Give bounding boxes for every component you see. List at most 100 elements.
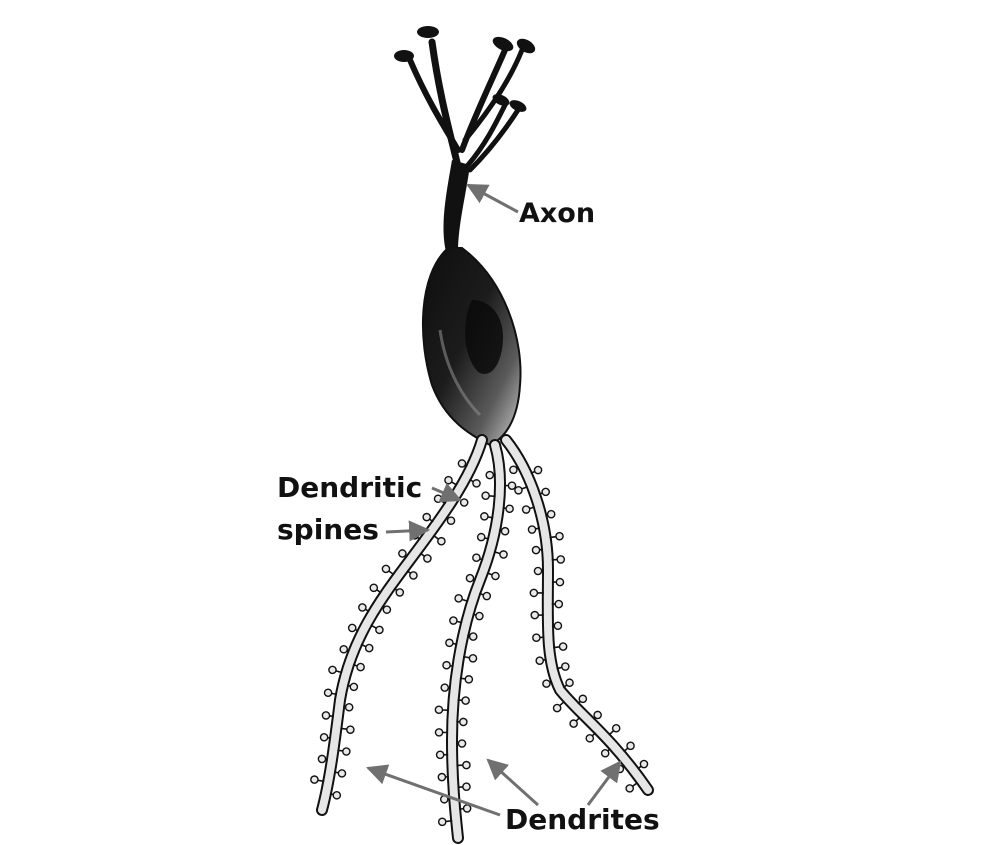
spine-head xyxy=(553,621,563,631)
spine-head xyxy=(319,732,329,742)
spine-head xyxy=(444,475,453,485)
spine-head xyxy=(323,688,333,698)
spine-head xyxy=(485,470,495,480)
spine-head xyxy=(532,633,541,642)
spine-head xyxy=(344,702,354,712)
spine-head xyxy=(449,616,458,625)
spine-head xyxy=(457,739,467,748)
axon-terminal-boutons xyxy=(394,26,536,112)
dendrites-label: Dendrites xyxy=(505,803,660,836)
spine-head xyxy=(611,723,621,733)
spine-head xyxy=(546,509,556,519)
dendritic-spines xyxy=(310,459,649,827)
spine-head xyxy=(593,710,602,720)
spine-head xyxy=(561,662,570,671)
spine-head xyxy=(423,554,432,563)
spine-head xyxy=(454,594,463,603)
spine-head xyxy=(356,662,365,672)
dendrites-arrow-left xyxy=(366,764,501,817)
spine-head xyxy=(569,719,578,728)
spine-head xyxy=(505,504,514,514)
spine-head xyxy=(625,784,634,793)
spine-head xyxy=(339,644,349,654)
spine-head xyxy=(434,728,444,737)
spine-head xyxy=(457,459,467,468)
spine-head xyxy=(558,642,568,651)
dendrites-arrow-middle xyxy=(486,758,540,807)
spine-head xyxy=(346,725,355,734)
dendrites-arrow-right xyxy=(586,760,622,806)
spine-head xyxy=(500,526,510,536)
spine-head xyxy=(481,491,490,500)
spine-head xyxy=(332,790,342,800)
spines-arrow-1 xyxy=(431,482,462,503)
spine-head xyxy=(409,571,418,580)
spine-head xyxy=(541,487,551,497)
spine-head xyxy=(445,638,454,648)
spine-head xyxy=(475,611,484,621)
spine-head xyxy=(464,675,474,684)
pointer-arrows xyxy=(366,183,622,817)
spine-head xyxy=(507,481,517,490)
spine-head xyxy=(382,605,392,614)
spine-head xyxy=(422,512,431,522)
spine-head xyxy=(578,694,588,704)
spine-head xyxy=(462,804,472,813)
axon-terminals xyxy=(407,38,525,179)
spine-head xyxy=(337,769,347,778)
spine-head xyxy=(342,747,351,756)
spine-head xyxy=(552,703,562,713)
spine-head xyxy=(369,583,379,593)
spine-head xyxy=(535,656,545,665)
spine-head xyxy=(491,571,500,581)
spine-head xyxy=(639,759,649,769)
spine-head xyxy=(347,623,357,633)
spine-head xyxy=(465,573,475,583)
spine-head xyxy=(480,512,489,521)
spine-head xyxy=(459,717,468,727)
spine-head xyxy=(585,733,595,743)
spine-head xyxy=(437,817,447,827)
spine-head xyxy=(529,588,539,598)
nucleus xyxy=(465,300,504,374)
dendritic-spines-label-line2: spines xyxy=(277,513,379,546)
spine-head xyxy=(349,682,359,692)
axon-arrow xyxy=(466,183,519,214)
spine-head xyxy=(462,782,471,791)
spine-head xyxy=(555,531,564,541)
spine-head xyxy=(533,566,543,576)
spine-head xyxy=(398,549,407,558)
spine-head xyxy=(600,748,610,758)
axon-label: Axon xyxy=(519,198,596,229)
spine-head xyxy=(321,711,331,720)
spine-head xyxy=(437,536,446,546)
spine-head xyxy=(626,741,635,751)
spine-head xyxy=(310,775,319,784)
spine-head xyxy=(317,754,327,764)
spine-head xyxy=(509,465,518,475)
spine-head xyxy=(442,660,451,670)
spine-head xyxy=(530,610,540,620)
spine-head xyxy=(555,577,565,587)
soma-highlight xyxy=(438,329,482,417)
spine-head xyxy=(556,555,566,564)
spine-head xyxy=(440,683,450,692)
spine-head xyxy=(527,525,537,534)
spine-head xyxy=(468,654,478,663)
spine-head xyxy=(375,625,384,635)
spine-head xyxy=(499,550,508,559)
spine-head xyxy=(395,588,405,597)
spine-head xyxy=(468,632,478,641)
spines-arrow-2 xyxy=(385,520,431,542)
spine-head xyxy=(531,545,541,555)
spine-head xyxy=(476,532,486,542)
spine-head xyxy=(328,665,337,675)
spine-head xyxy=(437,772,447,782)
dendritic-spines-label: Dendritic xyxy=(277,471,423,504)
axon xyxy=(443,160,470,252)
spine-head xyxy=(554,599,564,609)
spine-head xyxy=(433,494,443,504)
spine-head xyxy=(459,498,469,507)
spine-head xyxy=(521,505,531,514)
spine-head xyxy=(542,679,551,688)
